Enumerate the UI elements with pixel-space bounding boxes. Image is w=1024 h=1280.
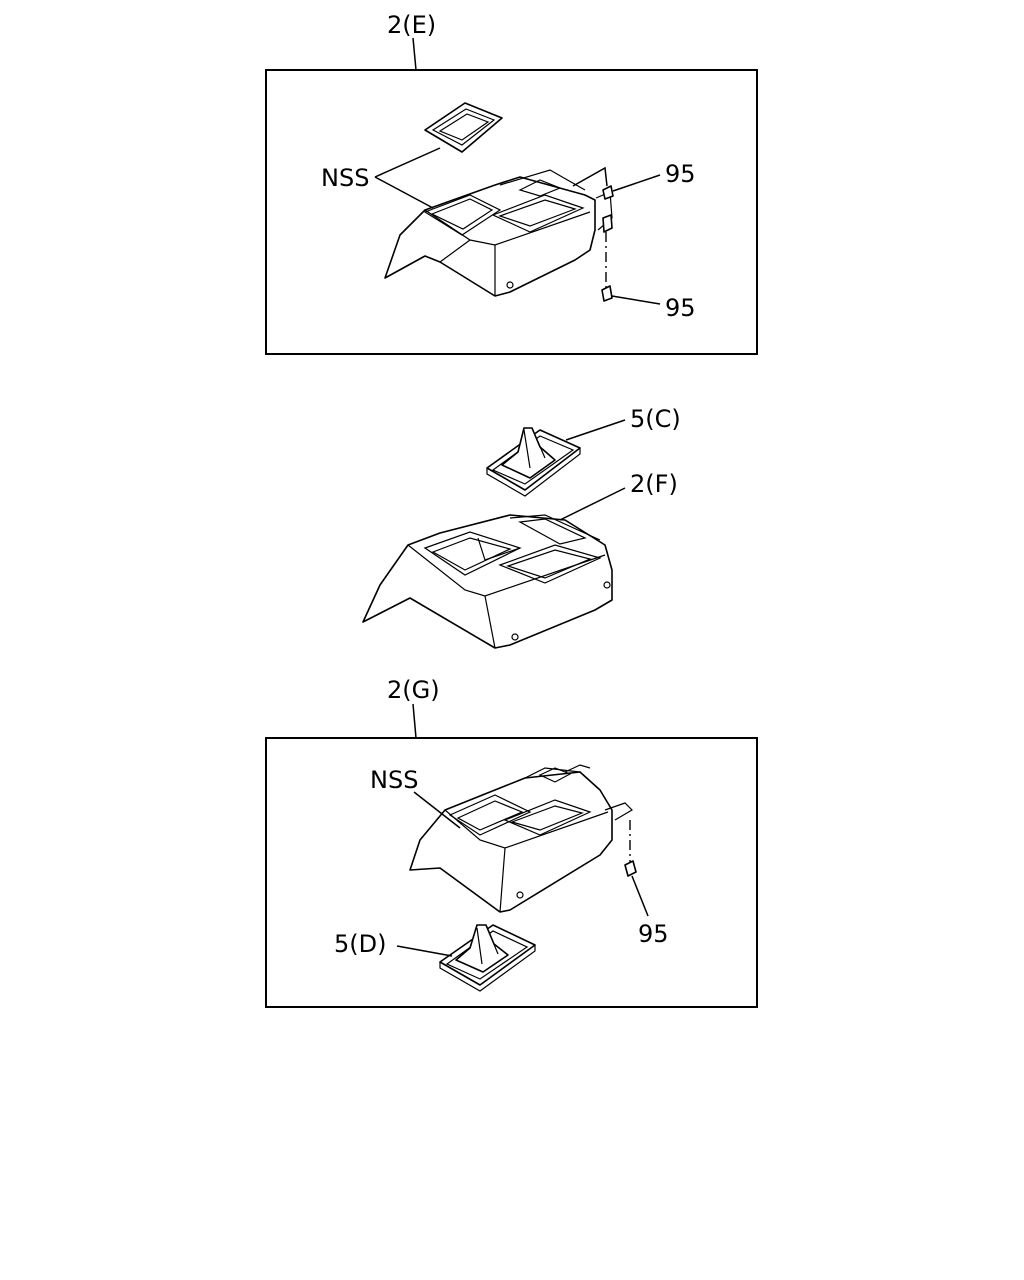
leader-2g (412, 703, 417, 739)
console-2e (384, 169, 613, 297)
label-95-bottom: 95 (638, 920, 669, 948)
console-tab (602, 214, 613, 233)
frame-2g (265, 737, 758, 1008)
shift-boot-5d (439, 924, 536, 992)
clip-95-bottom (624, 860, 637, 877)
leader-2f (559, 487, 626, 521)
leader-console-top (572, 166, 608, 187)
leader-5d (396, 945, 453, 957)
group-middle: 5(C) 2(F) (362, 405, 681, 649)
label-2e: 2(E) (387, 11, 436, 39)
shift-boot-5c (486, 427, 581, 497)
console-2f (362, 514, 613, 649)
label-95-top-b: 95 (665, 294, 696, 322)
frame-2e (265, 69, 758, 355)
leader-95-top-b (611, 295, 661, 305)
tray-insert (424, 102, 503, 153)
group-2g: 2(G) NSS 95 (265, 676, 758, 1008)
label-95-top-a: 95 (665, 160, 696, 188)
leader-95-top-a (612, 174, 661, 192)
label-nss-bottom: NSS (370, 766, 418, 794)
label-2g: 2(G) (387, 676, 440, 704)
leader-nss-top (374, 147, 441, 209)
label-nss-top: NSS (321, 164, 369, 192)
leader-2e (412, 37, 417, 71)
label-5c: 5(C) (630, 405, 681, 433)
label-2f: 2(F) (630, 470, 678, 498)
label-5d: 5(D) (334, 930, 386, 958)
group-2e: 2(E) NSS (265, 11, 758, 355)
console-2g (409, 764, 633, 913)
leader-nss-bottom (413, 791, 461, 829)
leader-95-bottom (631, 875, 649, 917)
clip-95-top-a (602, 185, 614, 200)
clip-95-top-b (601, 285, 613, 302)
leader-5c (565, 419, 626, 441)
